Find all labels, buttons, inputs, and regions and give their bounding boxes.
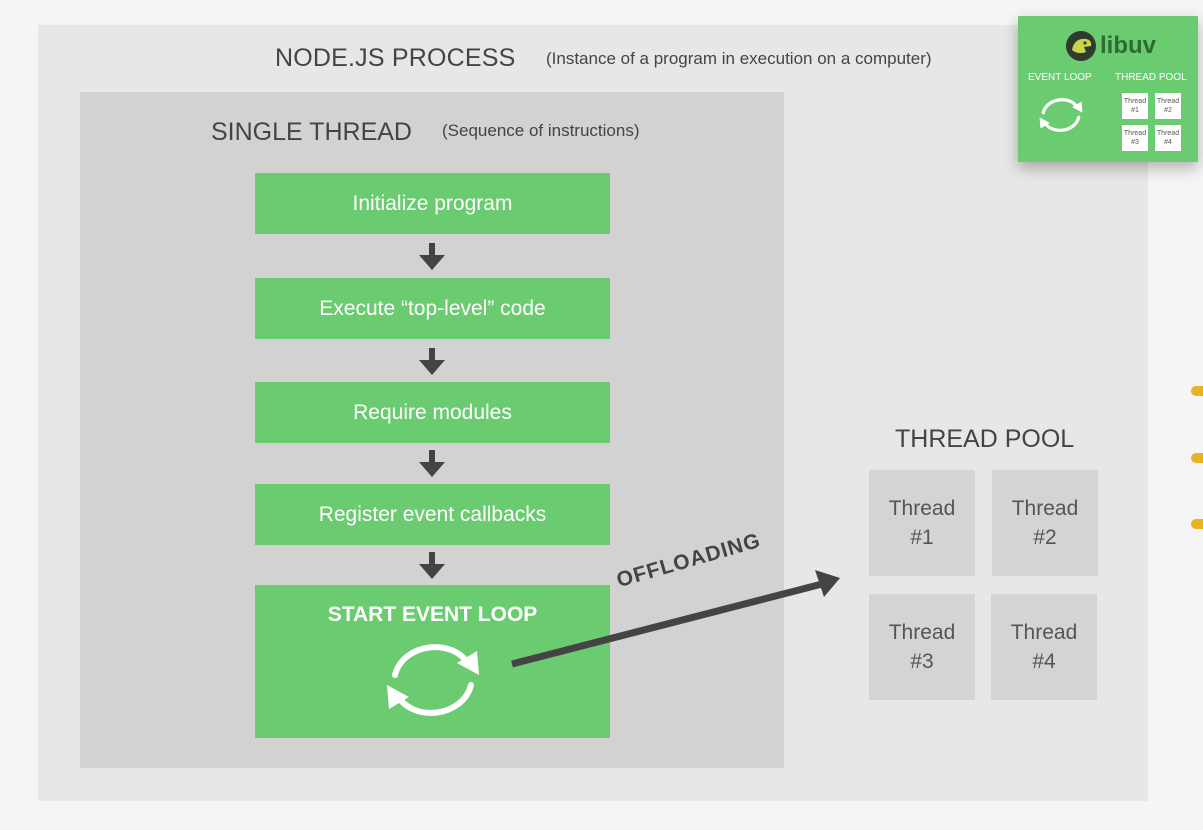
thread-number: #1 [1131,107,1139,114]
pointing-hand-icon [1191,519,1203,529]
start-event-loop-box: START EVENT LOOP [255,585,610,738]
libuv-event-loop-icon [1039,98,1083,132]
down-arrow-icon [419,348,445,375]
step-execute-top-level-code: Execute “top-level” code [255,278,610,339]
thread-word: Thread [888,497,956,520]
libuv-thread-cell-1: Thread #1 [1122,93,1148,119]
down-arrow-icon [419,243,445,270]
thread-word: Thread [1011,497,1079,520]
event-loop-cycle-icon [387,644,479,716]
thread-pool-cell-2: Thread #2 [992,470,1098,576]
step-initialize-program: Initialize program [255,173,610,234]
thread-word: Thread [1123,130,1147,137]
thread-pool-cell-4: Thread #4 [991,594,1097,700]
thread-pool-cell-3: Thread #3 [869,594,975,700]
step-require-modules: Require modules [255,382,610,443]
single-thread-title: SINGLE THREAD [211,118,412,146]
thread-number: #2 [1164,107,1172,114]
libuv-card: libuv EVENT LOOP THREAD POOL Thread #1 T… [1018,16,1198,162]
down-arrow-icon [419,552,445,579]
thread-number: #2 [1033,526,1057,549]
process-subtitle: (Instance of a program in execution on a… [546,49,932,68]
thread-number: #4 [1032,650,1056,673]
thread-number: #1 [910,526,934,549]
thread-number: #3 [910,650,934,673]
libuv-thread-cell-4: Thread #4 [1155,125,1181,151]
process-title: NODE.JS PROCESS [275,44,516,72]
pointing-hand-icon [1191,453,1203,463]
libuv-thread-pool-label: THREAD POOL [1115,72,1187,83]
thread-pool-title: THREAD POOL [895,425,1075,453]
pointing-hand-icon [1191,386,1203,396]
thread-number: #4 [1164,139,1172,146]
thread-word: Thread [1123,98,1147,105]
thread-word: Thread [1156,98,1180,105]
libuv-thread-cell-2: Thread #2 [1155,93,1181,119]
libuv-thread-cell-3: Thread #3 [1122,125,1148,151]
single-thread-subtitle: (Sequence of instructions) [442,121,640,140]
thread-number: #3 [1131,139,1139,146]
thread-word: Thread [1010,621,1078,644]
start-event-loop-label: START EVENT LOOP [327,603,538,626]
thread-word: Thread [1156,130,1180,137]
step-register-event-callbacks: Register event callbacks [255,484,610,545]
thread-pool-cell-1: Thread #1 [869,470,975,576]
down-arrow-icon [419,450,445,477]
libuv-logo-text: libuv [1100,32,1157,59]
thread-word: Thread [888,621,956,644]
libuv-event-loop-label: EVENT LOOP [1028,72,1092,83]
libuv-dino-logo-icon [1066,31,1096,61]
